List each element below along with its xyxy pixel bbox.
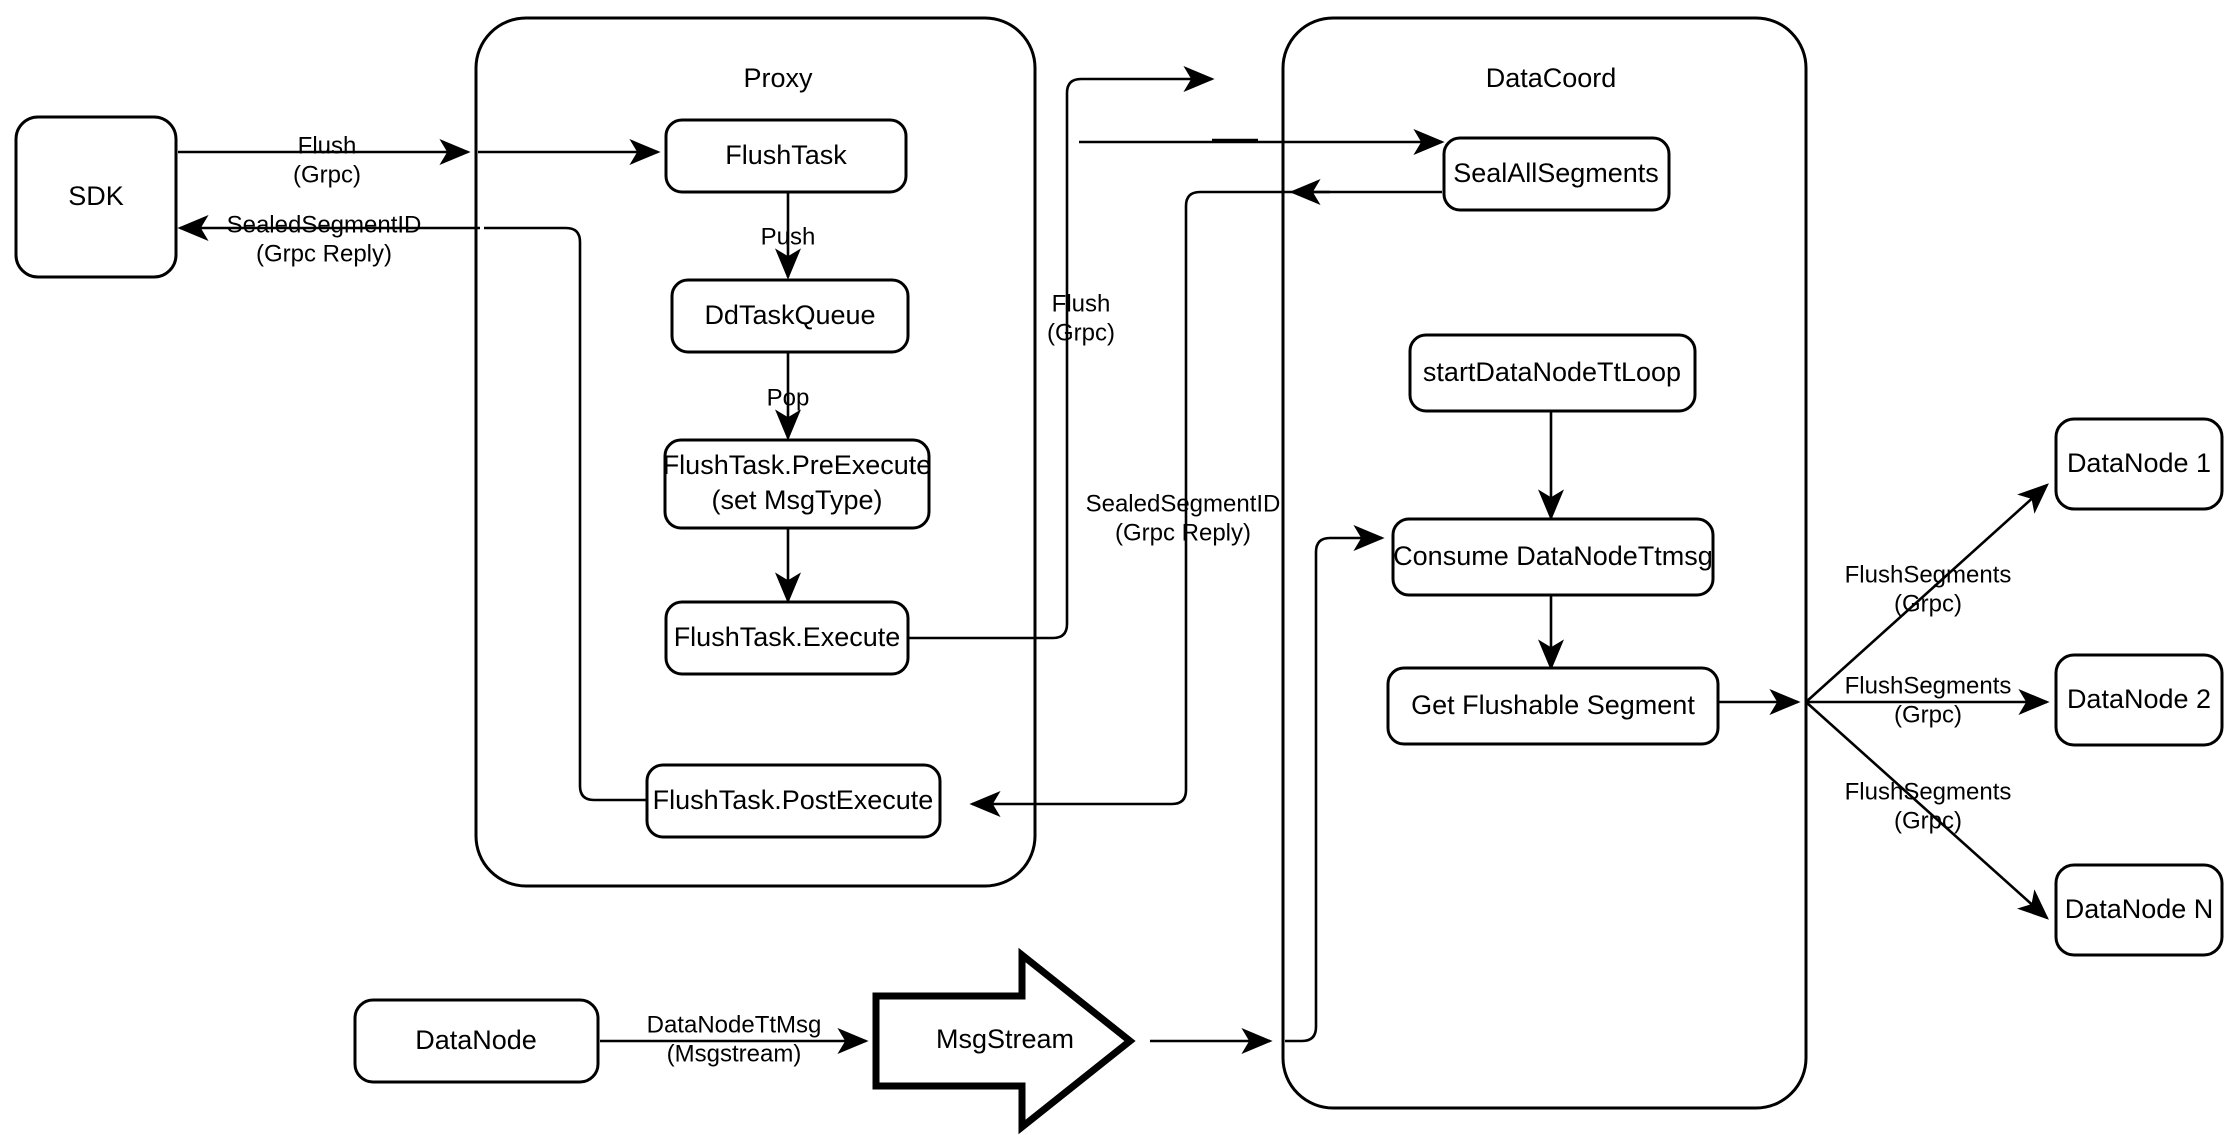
node-dd-task-queue[interactable]: DdTaskQueue bbox=[670, 278, 910, 354]
flush-task-rect[interactable] bbox=[664, 118, 908, 194]
edge-junction-to-datanode-1 bbox=[1805, 483, 2049, 703]
consume-datanode-ttmsg-label: Consume DataNodeTtmsg bbox=[1393, 541, 1713, 571]
flush-segments-1-label-line2: (Grpc) bbox=[1894, 590, 1962, 617]
node-seal-all-segments[interactable]: SealAllSegments bbox=[1442, 136, 1671, 212]
pop-label: Pop bbox=[767, 384, 810, 411]
flushtask-preexecute-label-line1: FlushTask.PreExecute bbox=[663, 450, 932, 480]
sdk-label: SDK bbox=[68, 181, 124, 211]
edge-execute-to-flush-rail bbox=[908, 66, 1215, 640]
datanode-ttmsg-label-line2: (Msgstream) bbox=[667, 1040, 802, 1067]
label-flush-segments-1: FlushSegments (Grpc) bbox=[1845, 561, 2012, 617]
flushtask-execute-label: FlushTask.Execute bbox=[674, 622, 901, 652]
label-sdk-to-proxy: Flush (Grpc) bbox=[293, 132, 361, 188]
label-proxy-to-sdk: SealedSegmentID (Grpc Reply) bbox=[227, 211, 422, 267]
node-msgstream[interactable]: MsgStream bbox=[872, 947, 1136, 1135]
label-datanode-ttmsg: DataNodeTtMsg (Msgstream) bbox=[647, 1011, 822, 1067]
edge-postexecute-to-reply bbox=[484, 226, 648, 802]
edge-sealallsegments-to-postexecute bbox=[969, 190, 1442, 817]
flush-task-label: FlushTask bbox=[725, 140, 847, 170]
seal-all-segments-label: SealAllSegments bbox=[1453, 158, 1659, 188]
sdk-to-proxy-label-line2: (Grpc) bbox=[293, 161, 361, 188]
flushtask-postexecute-label: FlushTask.PostExecute bbox=[653, 785, 934, 815]
proxy-to-sdk-label-line2: (Grpc Reply) bbox=[256, 240, 392, 267]
flush-segments-n-label-line2: (Grpc) bbox=[1894, 807, 1962, 834]
datanode-1-rect[interactable] bbox=[2054, 417, 2224, 511]
label-flush-segments-2: FlushSegments (Grpc) bbox=[1845, 672, 2012, 728]
datacoord-container-label: DataCoord bbox=[1486, 63, 1617, 93]
node-sdk[interactable]: SDK bbox=[14, 115, 178, 279]
msgstream-label: MsgStream bbox=[936, 1024, 1074, 1054]
node-consume-datanode-ttmsg[interactable]: Consume DataNodeTtmsg bbox=[1391, 517, 1715, 597]
edge-datacoord-to-consume bbox=[1285, 525, 1385, 1043]
node-datanode-bottom[interactable]: DataNode bbox=[353, 998, 600, 1084]
container-proxy: Proxy bbox=[474, 16, 1037, 888]
proxy-container-label: Proxy bbox=[743, 63, 813, 93]
datanode-bottom-rect[interactable] bbox=[353, 998, 600, 1084]
node-datanode-n[interactable]: DataNode N bbox=[2054, 863, 2224, 957]
datanode-1-label: DataNode 1 bbox=[2067, 448, 2211, 478]
label-coord-to-proxy: SealedSegmentID (Grpc Reply) bbox=[1086, 490, 1281, 546]
coord-to-proxy-label-line2: (Grpc Reply) bbox=[1115, 519, 1251, 546]
proxy-to-coord-label-line2: (Grpc) bbox=[1047, 319, 1115, 346]
start-datanode-ttloop-rect[interactable] bbox=[1408, 333, 1697, 413]
edge-junction-to-datanode-n bbox=[1805, 701, 2049, 920]
push-label: Push bbox=[761, 223, 816, 250]
flush-segments-2-label-line2: (Grpc) bbox=[1894, 701, 1962, 728]
proxy-to-sdk-label-line1: SealedSegmentID bbox=[227, 211, 422, 238]
datanode-2-label: DataNode 2 bbox=[2067, 684, 2211, 714]
node-get-flushable-segment[interactable]: Get Flushable Segment bbox=[1386, 666, 1720, 746]
get-flushable-segment-rect[interactable] bbox=[1386, 666, 1720, 746]
consume-datanode-ttmsg-rect[interactable] bbox=[1391, 517, 1715, 597]
container-datacoord: DataCoord bbox=[1281, 16, 1808, 1110]
sdk-to-proxy-label-line1: Flush bbox=[298, 132, 357, 159]
datanode-ttmsg-label-line1: DataNodeTtMsg bbox=[647, 1011, 822, 1038]
node-flush-task[interactable]: FlushTask bbox=[664, 118, 908, 194]
flushtask-preexecute-rect[interactable] bbox=[663, 438, 931, 530]
sdk-rect[interactable] bbox=[14, 115, 178, 279]
get-flushable-segment-label: Get Flushable Segment bbox=[1411, 690, 1695, 720]
datacoord-container-rect bbox=[1281, 16, 1808, 1110]
node-datanode-2[interactable]: DataNode 2 bbox=[2054, 653, 2224, 747]
node-flushtask-postexecute[interactable]: FlushTask.PostExecute bbox=[645, 763, 942, 839]
label-flush-segments-n: FlushSegments (Grpc) bbox=[1845, 778, 2012, 834]
node-flushtask-execute[interactable]: FlushTask.Execute bbox=[664, 600, 910, 676]
flush-segments-n-label-line1: FlushSegments bbox=[1845, 778, 2012, 805]
proxy-to-coord-label-line1: Flush bbox=[1052, 290, 1111, 317]
proxy-container-rect bbox=[474, 16, 1037, 888]
node-start-datanode-ttloop[interactable]: startDataNodeTtLoop bbox=[1408, 333, 1697, 413]
dd-task-queue-label: DdTaskQueue bbox=[704, 300, 875, 330]
datanode-n-label: DataNode N bbox=[2065, 894, 2214, 924]
coord-to-proxy-label-line1: SealedSegmentID bbox=[1086, 490, 1281, 517]
flushtask-postexecute-rect[interactable] bbox=[645, 763, 942, 839]
flushtask-execute-rect[interactable] bbox=[664, 600, 910, 676]
node-datanode-1[interactable]: DataNode 1 bbox=[2054, 417, 2224, 511]
dd-task-queue-rect[interactable] bbox=[670, 278, 910, 354]
flush-segments-1-label-line1: FlushSegments bbox=[1845, 561, 2012, 588]
node-flushtask-preexecute[interactable]: FlushTask.PreExecute (set MsgType) bbox=[663, 438, 932, 530]
msgstream-block-arrow[interactable] bbox=[872, 947, 1136, 1135]
datanode-n-rect[interactable] bbox=[2054, 863, 2224, 957]
flush-segments-2-label-line1: FlushSegments bbox=[1845, 672, 2012, 699]
datanode-2-rect[interactable] bbox=[2054, 653, 2224, 747]
start-datanode-ttloop-label: startDataNodeTtLoop bbox=[1423, 357, 1681, 387]
seal-all-segments-rect[interactable] bbox=[1442, 136, 1671, 212]
flushtask-preexecute-label-line2: (set MsgType) bbox=[711, 485, 882, 515]
datanode-bottom-label: DataNode bbox=[415, 1025, 537, 1055]
label-proxy-to-coord: Flush (Grpc) bbox=[1047, 290, 1115, 346]
